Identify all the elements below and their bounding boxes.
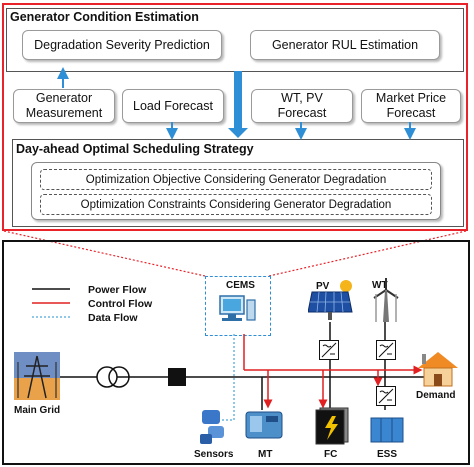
load-forecast-box: Load Forecast bbox=[122, 89, 224, 123]
legend-control-label: Control Flow bbox=[88, 298, 153, 310]
gce-title: Generator Condition Estimation bbox=[10, 10, 199, 24]
das-group bbox=[12, 139, 464, 227]
pv-converter-icon bbox=[319, 340, 339, 360]
legend-data-label: Data Flow bbox=[88, 312, 138, 324]
ess-battery-icon bbox=[370, 417, 404, 443]
generator-measurement-line2: Measurement bbox=[25, 106, 103, 120]
breaker-icon bbox=[168, 368, 186, 386]
ess-label: ESS bbox=[377, 449, 398, 460]
market-price-forecast-box: Market Price Forecast bbox=[361, 89, 461, 123]
optimization-constraints-box: Optimization Constraints Considering Gen… bbox=[40, 194, 432, 215]
main-grid-label: Main Grid bbox=[14, 405, 61, 416]
solar-panel-icon bbox=[308, 280, 353, 320]
cems-box bbox=[205, 276, 271, 336]
sensors-label: Sensors bbox=[194, 449, 234, 460]
demand-label: Demand bbox=[416, 390, 456, 401]
pv-label: PV bbox=[316, 281, 330, 292]
generator-measurement-box: Generator Measurement bbox=[13, 89, 115, 123]
cems-label: CEMS bbox=[226, 280, 255, 291]
ess-converter-icon bbox=[376, 386, 396, 406]
zoom-line-right bbox=[268, 230, 467, 277]
fc-label: FC bbox=[324, 449, 338, 460]
generator-rul-box: Generator RUL Estimation bbox=[250, 30, 440, 60]
wt-pv-forecast-box: WT, PV Forecast bbox=[251, 89, 353, 123]
gce-to-das-arrow bbox=[228, 71, 248, 138]
generator-measurement-line1: Generator bbox=[35, 91, 93, 105]
optimization-objective-box: Optimization Objective Considering Gener… bbox=[40, 169, 432, 190]
mt-label: MT bbox=[258, 449, 273, 460]
wt-pv-forecast-line2: Forecast bbox=[277, 106, 327, 120]
microturbine-icon bbox=[245, 411, 283, 439]
wt-converter-icon bbox=[376, 340, 396, 360]
lower-panel-frame bbox=[2, 240, 470, 465]
sensors-icon bbox=[200, 410, 224, 444]
wt-label: WT bbox=[372, 280, 388, 291]
wt-pv-forecast-line1: WT, PV bbox=[281, 91, 323, 105]
upper-panel-frame bbox=[2, 3, 468, 231]
degradation-severity-box: Degradation Severity Prediction bbox=[22, 30, 222, 60]
market-price-forecast-line1: Market Price bbox=[375, 91, 447, 105]
transformer-icon bbox=[96, 366, 130, 388]
house-icon bbox=[418, 352, 458, 387]
legend-lines bbox=[32, 288, 70, 318]
computer-icon bbox=[219, 295, 256, 321]
wind-turbine-icon bbox=[373, 278, 399, 322]
legend-power-label: Power Flow bbox=[88, 284, 147, 296]
fuel-cell-icon bbox=[315, 407, 349, 445]
das-inner-frame bbox=[31, 162, 441, 220]
market-price-forecast-line2: Forecast bbox=[386, 106, 436, 120]
main-grid-icon bbox=[14, 352, 60, 400]
das-title: Day-ahead Optimal Scheduling Strategy bbox=[16, 142, 254, 156]
